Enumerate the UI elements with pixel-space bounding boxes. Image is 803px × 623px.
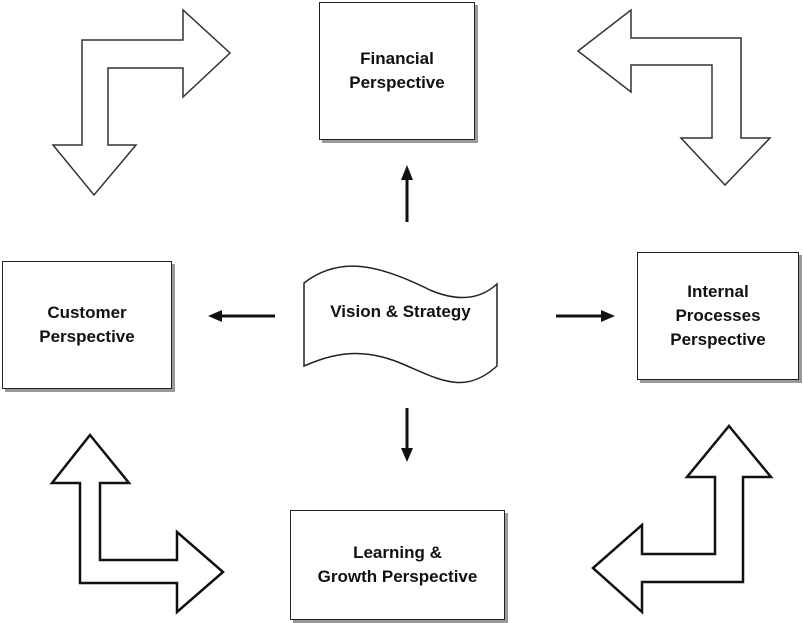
arrow-to-internal	[556, 310, 615, 322]
customer-perspective-box: Customer Perspective	[2, 261, 172, 389]
arrow-to-customer	[208, 310, 275, 322]
internal-processes-perspective-label: Internal Processes Perspective	[670, 282, 766, 349]
financial-perspective-box: Financial Perspective	[319, 2, 475, 140]
arrow-to-financial	[401, 165, 413, 222]
arrow-to-learning	[401, 408, 413, 462]
financial-perspective-label: Financial Perspective	[349, 49, 445, 92]
bent-arrow-bottom-left	[49, 433, 225, 615]
bent-arrow-top-right	[576, 8, 772, 187]
internal-processes-perspective-box: Internal Processes Perspective	[637, 252, 799, 380]
bent-arrow-bottom-right	[591, 424, 774, 615]
vision-strategy-label: Vision & Strategy	[330, 302, 471, 321]
vision-strategy-banner	[303, 265, 498, 384]
customer-perspective-label: Customer Perspective	[39, 303, 135, 346]
bent-arrow-top-left	[51, 8, 232, 197]
learning-growth-perspective-label: Learning & Growth Perspective	[317, 543, 478, 586]
learning-growth-perspective-box: Learning & Growth Perspective	[290, 510, 505, 620]
